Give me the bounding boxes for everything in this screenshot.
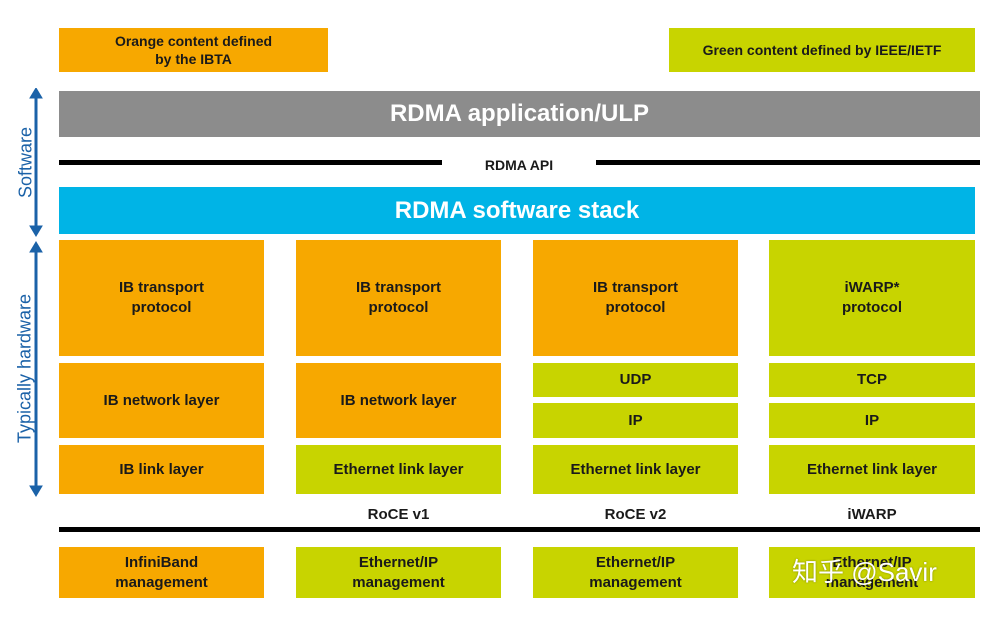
api-line-left [59, 160, 442, 165]
ip-3: IP [533, 403, 738, 438]
ib-transport-1: IB transport protocol [59, 240, 264, 356]
software-arrow [29, 88, 43, 237]
api-line-right [596, 160, 980, 165]
ip-4: IP [769, 403, 975, 438]
legend-green: Green content defined by IEEE/IETF [669, 28, 975, 72]
roce-v1-label: RoCE v1 [367, 506, 430, 523]
software-label: Software [15, 126, 36, 199]
rdma-api-label: RDMA API [484, 157, 554, 173]
side-arrows [29, 88, 43, 497]
ethernet-link-4: Ethernet link layer [769, 445, 975, 494]
tcp-4: TCP [769, 363, 975, 397]
hardware-label: Typically hardware [14, 293, 35, 444]
ib-transport-2: IB transport protocol [296, 240, 501, 356]
management-4: Ethernet/IP management [769, 547, 975, 598]
management-2: Ethernet/IP management [296, 547, 501, 598]
watermark-text: 知乎 @Savir [792, 557, 937, 587]
bottom-separator-line [59, 527, 980, 532]
ib-network-2: IB network layer [296, 363, 501, 438]
ib-transport-3: IB transport protocol [533, 240, 738, 356]
management-3: Ethernet/IP management [533, 547, 738, 598]
rdma-application-bar: RDMA application/ULP [59, 91, 980, 137]
ib-link-1: IB link layer [59, 445, 264, 494]
iwarp-label: iWARP [847, 506, 897, 523]
ib-network-1: IB network layer [59, 363, 264, 438]
iwarp-protocol-4: iWARP* protocol [769, 240, 975, 356]
ethernet-link-2: Ethernet link layer [296, 445, 501, 494]
udp-3: UDP [533, 363, 738, 397]
management-1: InfiniBand management [59, 547, 264, 598]
hardware-arrow [29, 241, 43, 497]
legend-orange: Orange content defined by the IBTA [59, 28, 328, 72]
roce-v2-label: RoCE v2 [604, 506, 667, 523]
rdma-software-stack-bar: RDMA software stack [59, 187, 975, 234]
ethernet-link-3: Ethernet link layer [533, 445, 738, 494]
